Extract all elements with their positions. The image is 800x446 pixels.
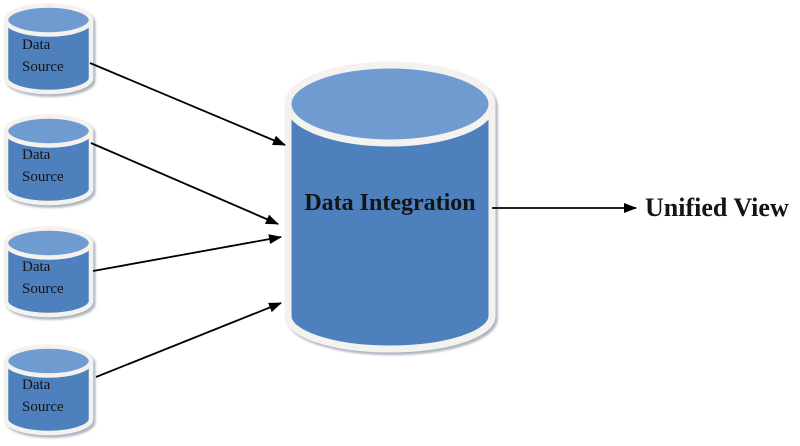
label-line: Source: [22, 281, 64, 297]
label-line: Data: [22, 259, 51, 275]
cylinder-top: [3, 226, 94, 260]
arrow-source4-to-integration: [95, 302, 282, 378]
arrow-source1-to-integration: [89, 62, 286, 146]
label-line: Source: [22, 399, 64, 415]
arrows: [89, 62, 637, 378]
cylinder-body: [284, 100, 496, 353]
data-source-cylinder-2: [3, 114, 94, 206]
data-source-cylinder-4: [3, 344, 94, 436]
cylinder-top: [3, 114, 94, 148]
cylinder-body: [3, 358, 94, 436]
cylinder-top: [284, 61, 496, 147]
label-line: Data: [22, 37, 51, 53]
data-source-label-4: Data Source: [22, 374, 94, 418]
label-line: Source: [22, 59, 64, 75]
data-source-label-2: Data Source: [22, 144, 94, 188]
cylinder-body: [3, 240, 94, 318]
data-source-label-3: Data Source: [22, 256, 94, 300]
cylinder-body: [3, 17, 94, 95]
data-integration-cylinder: [284, 61, 496, 353]
label-line: Source: [22, 169, 64, 185]
arrow-source2-to-integration: [90, 142, 279, 225]
data-source-cylinder-1: [3, 3, 94, 95]
data-integration-label: Data Integration: [304, 190, 476, 216]
data-source-cylinder-3: [3, 226, 94, 318]
cylinder-top: [3, 3, 94, 37]
cylinder-body: [3, 128, 94, 206]
label-line: Data: [22, 377, 51, 393]
label-line: Data: [22, 147, 51, 163]
arrow-source3-to-integration: [92, 234, 282, 272]
unified-view-label: Unified View: [645, 193, 789, 222]
cylinder-top: [3, 344, 94, 378]
data-source-label-1: Data Source: [22, 34, 94, 78]
